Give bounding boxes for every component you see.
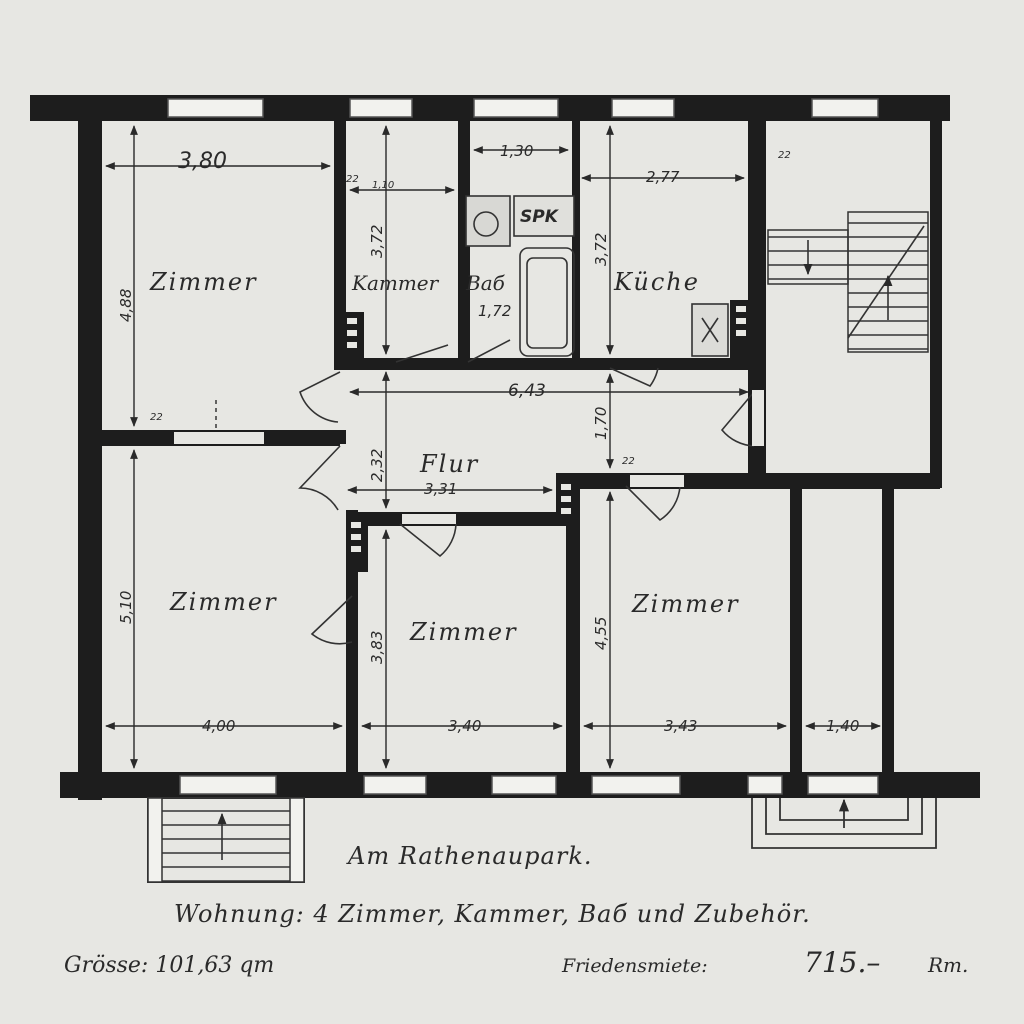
caption-apartment: Wohnung: 4 Zimmer, Kammer, Baб und Zubeh… [174,900,811,928]
room-label-zimmer-right: Zimmer [631,590,740,618]
wall-gaps [174,390,764,524]
door-swings [298,339,755,645]
dim-4-88: 4,88 [117,289,135,322]
dim-4-55: 4,55 [592,617,610,650]
room-label-zimmer-top-left: Zimmer [149,268,258,296]
flue-openings [347,306,746,552]
entrance-steps-left [147,797,305,883]
bathroom-fixtures [465,195,575,357]
room-label-flur: Flur [419,450,479,478]
dim-1-70: 1,70 [592,407,610,440]
dim-3-83: 3,83 [368,631,386,664]
windows-bottom [179,775,879,795]
dim-5-10: 5,10 [117,591,135,624]
room-label-zimmer-center: Zimmer [409,618,518,646]
dim-3-80: 3,80 [178,149,227,174]
dim-2-32: 2,32 [368,449,386,482]
room-label-bad: Baб [465,271,506,295]
dim-1-10: 1,10 [372,180,394,191]
dim-22-a: 22 [150,412,163,423]
dim-3-31: 3,31 [424,480,457,498]
room-label-zimmer-mid-left: Zimmer [169,588,278,616]
dim-2-77: 2,77 [646,168,680,186]
dim-1-72: 1,72 [478,302,511,320]
dim-3-40: 3,40 [448,717,481,735]
room-label-kueche: Küche [613,268,700,296]
caption-street: Am Rathenaupark. [346,842,593,870]
dim-3-72-kueche: 3,72 [592,233,610,266]
dim-3-43: 3,43 [664,717,697,735]
dim-4-00: 4,00 [202,717,235,735]
dim-6-43: 6,43 [508,381,546,401]
stairwell [767,211,929,353]
dim-1-30: 1,30 [500,142,533,160]
dim-22-c: 22 [622,456,635,467]
caption-rent-value: 715.– [804,946,880,979]
fixture-label-spk: SPK [520,207,560,227]
windows-top [167,98,879,118]
dim-1-40: 1,40 [826,717,859,735]
kitchen-stove [691,303,729,357]
caption-size: Grösse: 101,63 qm [64,953,274,978]
dimension-lines [105,125,881,769]
caption-rent-label: Friedensmiete: [561,955,708,977]
dim-22-d: 22 [346,174,359,185]
dim-3-72-kammer: 3,72 [368,225,386,258]
caption-rent-unit: Rm. [927,953,968,977]
balcony-right [751,798,937,849]
dim-22-b: 22 [778,150,791,161]
room-label-kammer: Kammer [351,271,440,295]
